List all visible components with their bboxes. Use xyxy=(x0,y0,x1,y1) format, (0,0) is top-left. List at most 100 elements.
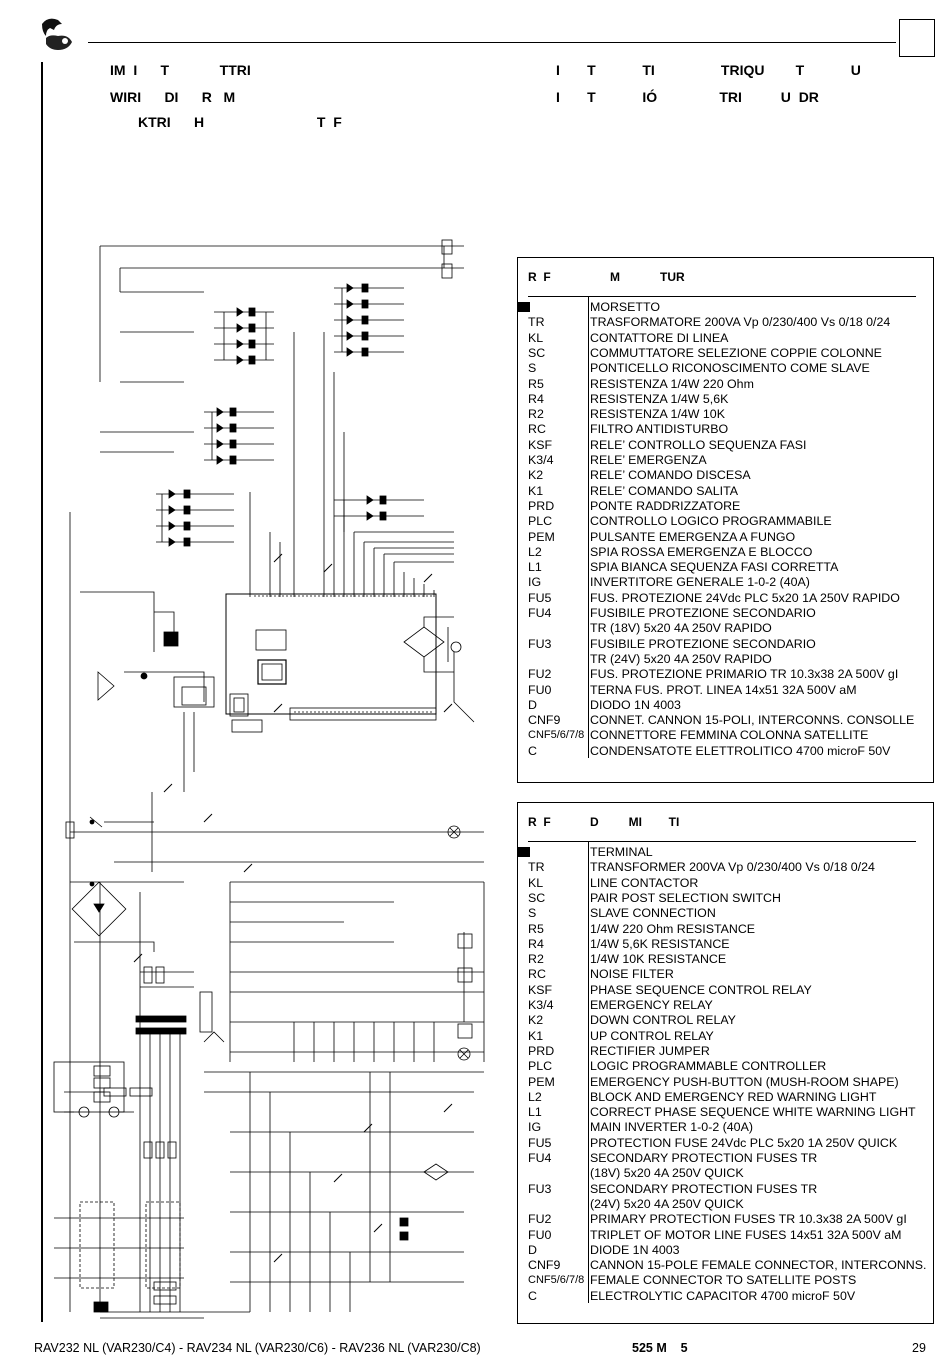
legend-ref-header: R F xyxy=(528,270,551,284)
page-number: 29 xyxy=(912,1341,926,1355)
diode-ladder-4 xyxy=(156,489,234,547)
legend-description: PHASE SEQUENCE CONTROL RELAY xyxy=(590,982,812,997)
left-margin-line xyxy=(41,62,43,1322)
legend-code: CNF5/6/7/8 xyxy=(528,729,585,742)
legend-description: CONTROLLO LOGICO PROGRAMMABILE xyxy=(590,514,832,529)
legend-code: FU5 xyxy=(528,1135,552,1150)
legend-code: FU3 xyxy=(528,1181,552,1196)
footer-document-code: 525 M 5 xyxy=(632,1341,688,1355)
legend-code: K3/4 xyxy=(528,453,554,467)
legend-description: PONTICELLO RICONOSCIMENTO COME SLAVE xyxy=(590,361,870,376)
legend-description: TRASFORMATORE 200VA Vp 0/230/400 Vs 0/18… xyxy=(590,315,891,330)
legend-desc-header: M TUR xyxy=(610,270,685,284)
legend-column-divider xyxy=(588,296,589,758)
legend-code: FU3 xyxy=(528,636,552,651)
legend-code: RC xyxy=(528,967,546,982)
legend-code: PEM xyxy=(528,529,555,544)
wiring-diagram xyxy=(44,232,506,1324)
legend-description: EMERGENCY RELAY xyxy=(590,998,713,1012)
legend-code: RC xyxy=(528,422,546,437)
legend-ref-header: R F xyxy=(528,815,551,829)
legend-description: SLAVE CONNECTION xyxy=(590,906,716,921)
legend-code: CNF5/6/7/8 xyxy=(528,1274,585,1287)
legend-description: FUSIBILE PROTEZIONE SECONDARIO xyxy=(590,636,816,651)
legend-description: RELE’ EMERGENZA xyxy=(590,453,707,467)
legend-description: ELECTROLYTIC CAPACITOR 4700 microF 50V xyxy=(590,1288,856,1303)
legend-code: IG xyxy=(528,575,542,590)
legend-description: (24V) 5x20 4A 250V QUICK xyxy=(590,1196,744,1211)
legend-code: PEM xyxy=(528,1074,555,1089)
legend-description: TRANSFORMER 200VA Vp 0/230/400 Vs 0/18 0… xyxy=(590,860,875,875)
legend-description: RELE’ COMANDO DISCESA xyxy=(590,468,751,483)
legend-code: K2 xyxy=(528,468,544,483)
page-corner-box xyxy=(899,19,935,57)
legend-code: C xyxy=(528,1288,537,1303)
legend-code: L2 xyxy=(528,544,542,559)
legend-column-divider xyxy=(588,841,589,1303)
legend-description: RECTIFIER JUMPER xyxy=(590,1043,710,1058)
legend-code: SC xyxy=(528,345,546,360)
legend-description: 1/4W 5,6K RESISTANCE xyxy=(590,936,730,951)
legend-description: TRIPLET OF MOTOR LINE FUSES 14x51 32A 50… xyxy=(590,1227,902,1242)
title-right-1: I T TI TRIQU T U xyxy=(556,62,861,78)
legend-description: UP CONTROL RELAY xyxy=(590,1028,714,1043)
legend-description: TERMINAL xyxy=(590,845,653,859)
legend-code: CNF9 xyxy=(528,1258,561,1273)
legend-description: CANNON 15-POLE FEMALE CONNECTOR, INTERCO… xyxy=(590,1258,927,1273)
legend-code: FU2 xyxy=(528,1212,552,1227)
legend-code: IG xyxy=(528,1120,542,1135)
legend-description: COMMUTTATORE SELEZIONE COPPIE COLONNE xyxy=(590,345,882,360)
legend-description: DIODO 1N 4003 xyxy=(590,697,681,712)
legend-description: DOWN CONTROL RELAY xyxy=(590,1013,736,1028)
legend-code: R5 xyxy=(528,376,544,391)
diode-ladder-3 xyxy=(204,407,274,465)
legend-description: CONNETTORE FEMMINA COLONNA SATELLITE xyxy=(590,728,869,743)
legend-description: RESISTENZA 1/4W 5,6K xyxy=(590,391,729,406)
legend-description: FUS. PROTEZIONE 24Vdc PLC 5x20 1A 250V R… xyxy=(590,590,900,605)
legend-description: FILTRO ANTIDISTURBO xyxy=(590,422,729,437)
legend-code: K3/4 xyxy=(528,998,554,1012)
legend-description: NOISE FILTER xyxy=(590,967,674,982)
legend-description: CONNET. CANNON 15-POLI, INTERCONNS. CONS… xyxy=(590,713,915,728)
diode-ladder-1 xyxy=(214,307,274,365)
legend-rule xyxy=(528,296,916,297)
terminal-square-icon xyxy=(518,302,530,312)
legend-description: SPIA ROSSA EMERGENZA E BLOCCO xyxy=(590,544,813,559)
legend-code: R5 xyxy=(528,921,544,936)
legend-description: RESISTENZA 1/4W 10K xyxy=(590,407,725,422)
logo-icon xyxy=(38,14,76,54)
legend-code: S xyxy=(528,906,537,921)
legend-code: FU4 xyxy=(528,606,552,620)
legend-description: SPIA BIANCA SEQUENZA FASI CORRETTA xyxy=(590,560,839,575)
legend-code: TR xyxy=(528,315,545,330)
legend-description: PAIR POST SELECTION SWITCH xyxy=(590,890,781,905)
legend-description: LINE CONTACTOR xyxy=(590,875,699,890)
legend-rule xyxy=(528,841,916,842)
footer-models: RAV232 NL (VAR230/C4) - RAV234 NL (VAR23… xyxy=(34,1341,481,1355)
legend-description: MAIN INVERTER 1-0-2 (40A) xyxy=(590,1120,753,1135)
legend-code: S xyxy=(528,361,537,376)
legend-description: MORSETTO xyxy=(590,300,660,314)
legend-description: 1/4W 220 Ohm RESISTANCE xyxy=(590,921,756,936)
legend-description: TR (18V) 5x20 4A 250V RAPIDO xyxy=(590,621,772,636)
legend-description: PULSANTE EMERGENZA A FUNGO xyxy=(590,529,796,544)
legend-description: LOGIC PROGRAMMABLE CONTROLLER xyxy=(590,1059,827,1074)
legend-code: K1 xyxy=(528,483,544,498)
terminal-square-icon xyxy=(518,847,530,857)
legend-code: K2 xyxy=(528,1013,544,1028)
rectifier-icon xyxy=(71,881,127,937)
legend-description: 1/4W 10K RESISTANCE xyxy=(590,952,727,967)
legend-code: R2 xyxy=(528,952,544,967)
legend-code: SC xyxy=(528,890,546,905)
legend-description: CORRECT PHASE SEQUENCE WHITE WARNING LIG… xyxy=(590,1105,916,1120)
legend-code: TR xyxy=(528,860,545,875)
legend-code: FU0 xyxy=(528,1227,552,1242)
legend-description: TR (24V) 5x20 4A 250V RAPIDO xyxy=(590,651,772,666)
legend-description: EMERGENCY PUSH-BUTTON (MUSH-ROOM SHAPE) xyxy=(590,1074,899,1089)
legend-code: L1 xyxy=(528,1105,542,1120)
legend-description: SECONDARY PROTECTION FUSES TR xyxy=(590,1151,818,1165)
legend-description: CONDENSATOTE ELETTROLITICO 4700 microF 5… xyxy=(590,743,891,758)
legend-code: ■ xyxy=(528,300,535,315)
plc-block xyxy=(225,593,437,733)
legend-description: INVERTITORE GENERALE 1-0-2 (40A) xyxy=(590,575,810,590)
